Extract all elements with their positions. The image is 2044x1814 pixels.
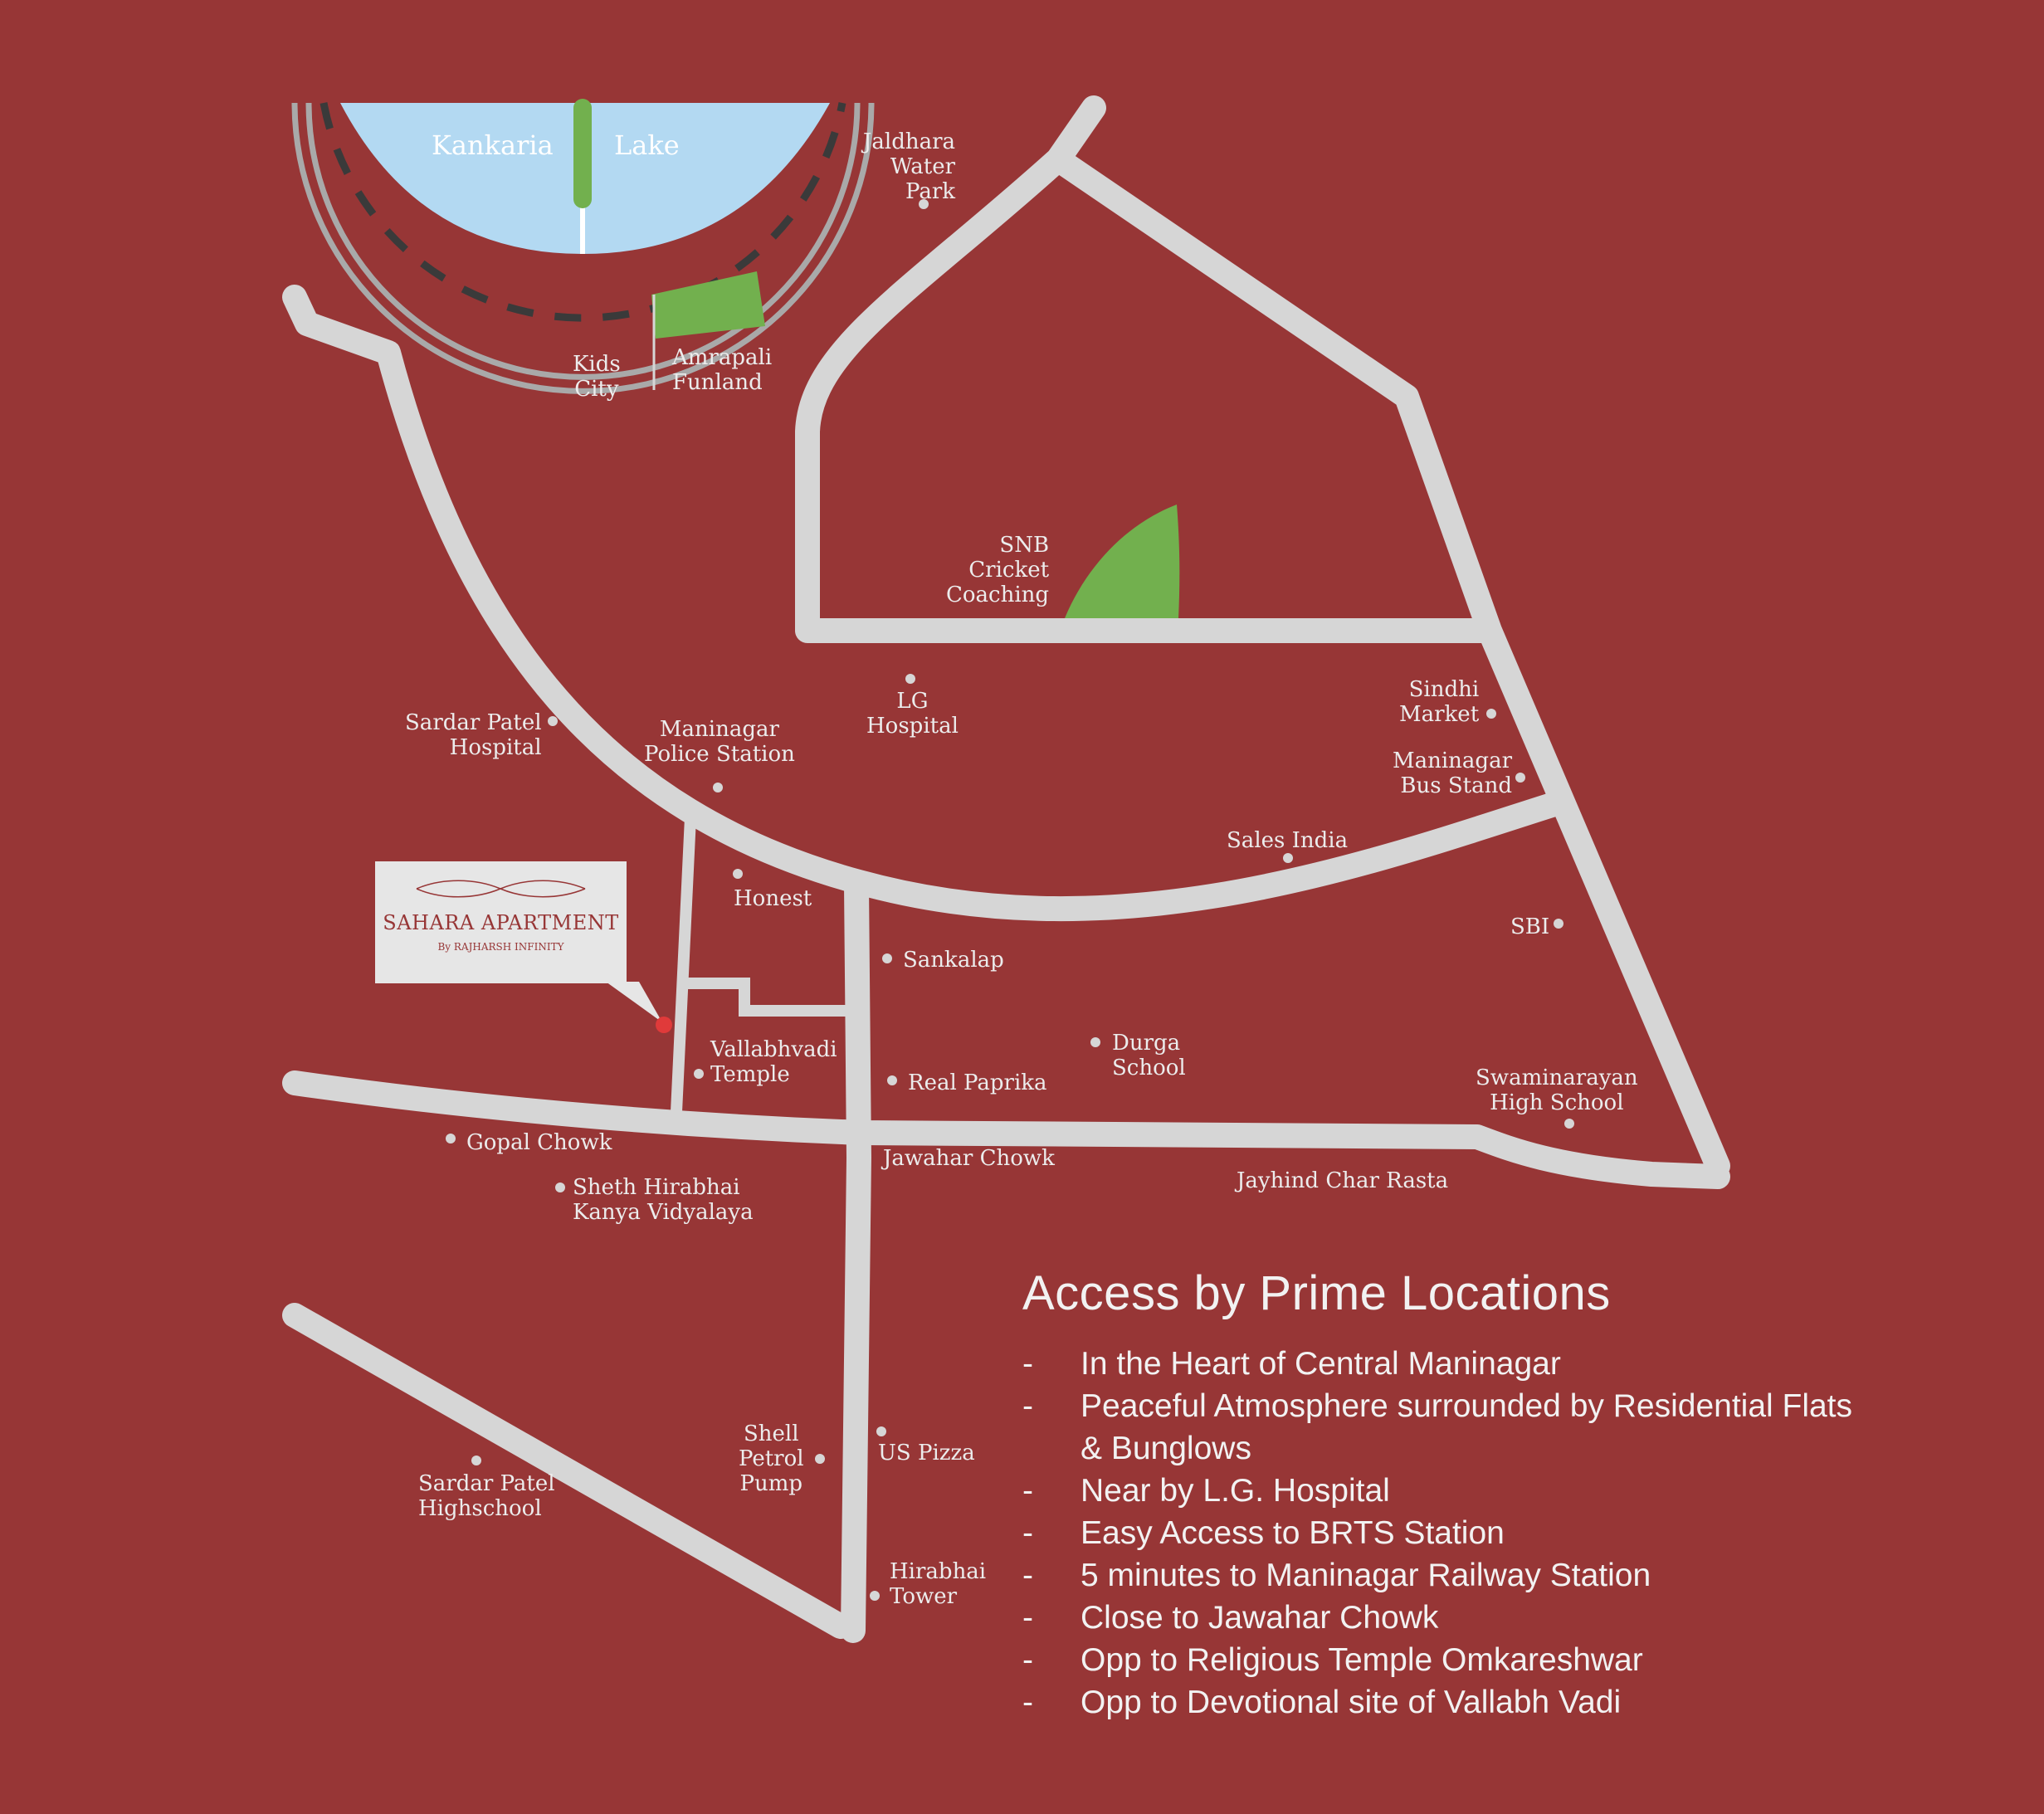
dot-sindhi-market [1486,709,1496,719]
access-item-text: Peaceful Atmosphere surrounded by Reside… [1081,1388,1853,1466]
dot-sbi [1554,919,1563,929]
lake-inner-ring [305,102,861,380]
access-title: Access by Prime Locations [1022,1266,1611,1320]
brand-card-pointer [606,982,662,1022]
bullet-dash: - [1022,1346,1033,1382]
label-vallabhvadi: Vallabhvadi Temple [710,1037,837,1087]
lake-outer-ring [291,102,875,394]
access-info-panel: Access by Prime Locations - In the Heart … [1022,1265,1852,1724]
label-amrapali: Amrapali Funland [672,345,773,395]
bullet-dash: - [1022,1685,1033,1720]
access-item-text: Opp to Religious Temple Omkareshwar [1081,1642,1643,1678]
dot-real-paprika [887,1075,897,1085]
road-jawahar-vertical [841,871,871,1643]
dot-honest [733,869,743,879]
label-sindhi-market: Sindhi Market [1399,677,1480,727]
access-item: - Opp to Religious Temple Omkareshwar [1022,1639,1852,1681]
brand-card: SAHARA APARTMENT By RAJHARSH INFINITY [375,861,627,983]
label-lg-hospital: LG Hospital [866,689,959,739]
access-item: - 5 minutes to Maninagar Railway Station [1022,1554,1852,1597]
access-item-text: Close to Jawahar Chowk [1081,1600,1439,1636]
label-swaminarayan: Swaminarayan High School [1476,1065,1638,1115]
label-police-station: Maninagar Police Station [644,717,795,767]
label-jawahar-chowk: Jawahar Chowk [883,1146,1055,1171]
label-sheth-hirabhai: Sheth Hirabhai Kanya Vidyalaya [573,1175,754,1225]
label-real-paprika: Real Paprika [908,1070,1047,1095]
bullet-dash: - [1022,1558,1033,1593]
lake-ring-dashes [320,102,846,322]
label-snb: SNB Cricket Coaching [946,533,1050,607]
dot-bus-stand [1515,773,1525,783]
dot-shell-petrol [815,1454,825,1464]
label-sankalap: Sankalap [903,948,1004,973]
access-item-text: Opp to Devotional site of Vallabh Vadi [1081,1685,1622,1720]
road-main-east-west [282,1070,1730,1189]
dot-durga-school [1090,1037,1100,1047]
label-jaldhara: Jaldhara Water Park [863,129,956,204]
access-item: - In the Heart of Central Maninagar [1022,1343,1852,1385]
lake-label-lake: Lake [614,129,680,161]
label-us-pizza: US Pizza [878,1441,975,1465]
dot-police-station [713,783,723,792]
label-kids-city: Kids City [573,352,621,402]
label-shell-petrol: Shell Petrol Pump [739,1421,804,1496]
dot-vallabhvadi [694,1069,704,1079]
label-sales-india: Sales India [1227,828,1349,853]
bullet-dash: - [1022,1642,1033,1678]
dot-sheth-hirabhai [555,1183,565,1192]
brand-name: SAHARA APARTMENT [383,911,619,934]
lane-west [671,817,696,1113]
brand-tagline: By RAJHARSH INFINITY [437,941,564,953]
bullet-dash: - [1022,1515,1033,1551]
label-sardar-patel-highschool: Sardar Patel Highschool [418,1471,555,1521]
road-southwest-diagonal [282,1303,853,1639]
snb-cricket-ground [1065,505,1180,618]
dot-jaldhara [919,199,929,209]
access-item-text: Near by L.G. Hospital [1081,1473,1390,1509]
bullet-dash: - [1022,1388,1033,1424]
road-west-arc [282,285,1564,922]
label-sbi: SBI [1510,914,1550,939]
label-gopal-chowk: Gopal Chowk [466,1130,612,1155]
dot-swaminarayan [1564,1119,1574,1129]
dot-sardar-patel-highschool [471,1456,481,1465]
access-item: - Near by L.G. Hospital [1022,1470,1852,1512]
access-item-text: In the Heart of Central Maninagar [1081,1346,1561,1382]
dot-sardar-patel-hospital [548,716,558,726]
access-list: - In the Heart of Central Maninagar - Peac… [1022,1343,1852,1724]
label-jayhind: Jayhind Char Rasta [1237,1168,1449,1193]
dot-sales-india [1283,853,1293,863]
location-marker [656,1017,672,1033]
bullet-dash: - [1022,1600,1033,1636]
access-item: - Peaceful Atmosphere surrounded by Resid… [1022,1385,1852,1470]
label-honest: Honest [734,886,812,911]
brand-ornament [416,880,586,898]
label-durga-school: Durga School [1112,1031,1186,1080]
dot-us-pizza [876,1426,886,1436]
lane-vallabhvadi [685,978,856,1017]
access-item: - Opp to Devotional site of Vallabh Vadi [1022,1681,1852,1724]
road-north-loop [795,95,1730,1178]
access-item-text: Easy Access to BRTS Station [1081,1515,1505,1551]
dot-sankalap [882,953,892,963]
dot-lg-hospital [905,674,915,684]
bullet-dash: - [1022,1473,1033,1509]
label-bus-stand: Maninagar Bus Stand [1393,749,1513,798]
dot-gopal-chowk [446,1134,456,1144]
access-item: - Close to Jawahar Chowk [1022,1597,1852,1639]
label-hirabhai-tower: Hirabhai Tower [890,1559,987,1609]
lake-label-kankaria: Kankaria [432,129,554,161]
label-sardar-patel-hospital: Sardar Patel Hospital [405,710,542,760]
access-item: - Easy Access to BRTS Station [1022,1512,1852,1554]
access-item-text: 5 minutes to Maninagar Railway Station [1081,1558,1651,1593]
amrapali-funland-park [651,271,765,339]
dot-hirabhai-tower [870,1591,880,1601]
